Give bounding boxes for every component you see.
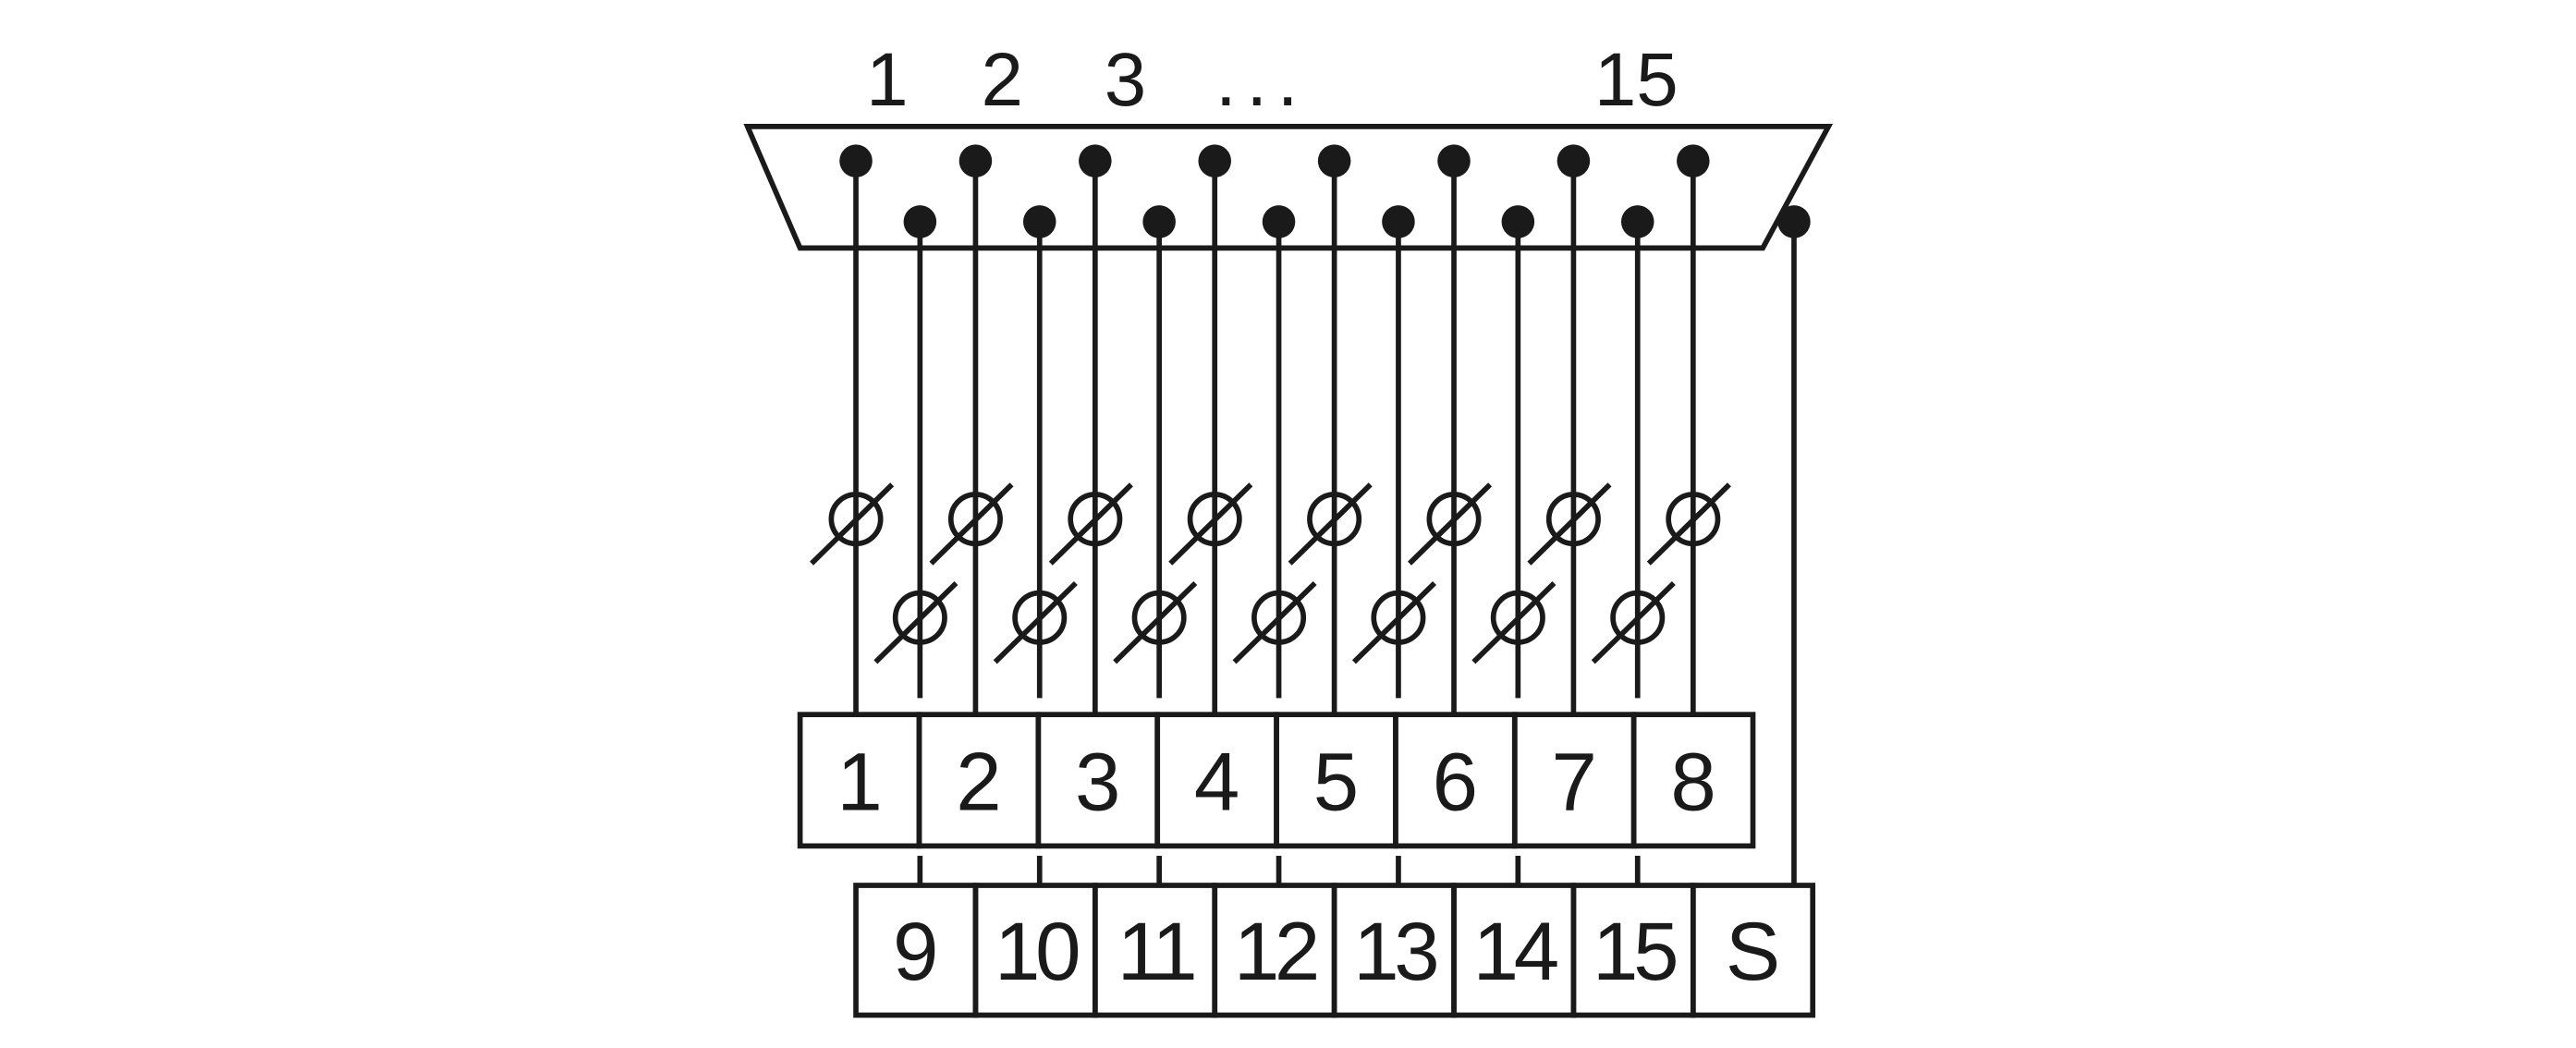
pin-dot bbox=[1501, 205, 1535, 238]
terminal-label: 15 bbox=[1593, 906, 1676, 997]
terminal-label: 7 bbox=[1552, 736, 1597, 827]
pin-dot bbox=[1198, 144, 1232, 177]
terminal-label: 11 bbox=[1117, 906, 1194, 997]
terminal-label: 3 bbox=[1075, 736, 1120, 827]
pin-dot bbox=[1382, 205, 1415, 238]
connector-pin-labels: 1 2 3 ... 15 bbox=[866, 38, 1679, 122]
terminal-label: 14 bbox=[1473, 906, 1557, 997]
pin-label: 15 bbox=[1594, 38, 1679, 122]
terminal-label: 2 bbox=[956, 736, 1001, 827]
disconnect-circle-icon bbox=[828, 492, 884, 547]
wires bbox=[810, 144, 1811, 886]
disconnect-slash bbox=[1232, 580, 1317, 664]
terminal-label: S bbox=[1726, 906, 1780, 997]
pin-label: 1 bbox=[866, 38, 908, 122]
disconnect-circle-icon bbox=[1666, 492, 1721, 547]
disconnect-slash bbox=[1471, 580, 1557, 664]
pin-dot bbox=[1557, 144, 1591, 177]
disconnect-slash bbox=[1113, 580, 1198, 664]
terminal-label: 8 bbox=[1670, 736, 1715, 827]
pin-label: 2 bbox=[981, 38, 1022, 122]
disconnect-circle-icon bbox=[1545, 492, 1601, 547]
disconnect-slash bbox=[1591, 580, 1676, 664]
disconnect-circle-icon bbox=[1068, 492, 1123, 547]
disconnect-circle-icon bbox=[1131, 590, 1187, 645]
disconnect-slash bbox=[1646, 482, 1731, 566]
disconnect-slash bbox=[1168, 482, 1253, 566]
terminal-label: 5 bbox=[1313, 736, 1359, 827]
disconnect-slash bbox=[873, 580, 958, 664]
disconnect-slash bbox=[810, 482, 895, 566]
terminal-cell bbox=[1630, 712, 1756, 849]
pin-dot bbox=[1437, 144, 1471, 177]
disconnect-circle-icon bbox=[947, 492, 1003, 547]
disconnect-circle-icon bbox=[1610, 590, 1666, 645]
disconnect-circle-icon bbox=[892, 590, 947, 645]
disconnect-slash bbox=[1288, 482, 1373, 566]
terminal-label: 6 bbox=[1433, 736, 1478, 827]
terminal-label: 10 bbox=[995, 906, 1078, 997]
pin-dot bbox=[1620, 205, 1654, 238]
disconnect-slash bbox=[1048, 482, 1133, 566]
disconnect-slash bbox=[929, 482, 1014, 566]
disconnect-slash bbox=[1351, 580, 1437, 664]
shield-pin-dot bbox=[1777, 205, 1811, 238]
terminal-cell bbox=[1690, 883, 1816, 1018]
pin-dot bbox=[1677, 144, 1710, 177]
pin-dot bbox=[958, 144, 993, 177]
terminal-label: 4 bbox=[1194, 736, 1239, 827]
disconnect-slash bbox=[993, 580, 1078, 664]
terminal-label: 12 bbox=[1234, 906, 1316, 997]
terminal-label: 9 bbox=[893, 906, 938, 997]
pin-dot bbox=[1142, 205, 1176, 238]
pin-dot bbox=[1317, 144, 1351, 177]
disconnect-circle-icon bbox=[1371, 590, 1426, 645]
pin-dot bbox=[1022, 205, 1056, 238]
dsub-connector-shell bbox=[743, 124, 1834, 251]
terminal-label: 1 bbox=[836, 736, 882, 827]
disconnect-circle-icon bbox=[1251, 590, 1307, 645]
pin-dot bbox=[839, 144, 873, 177]
pin-dot bbox=[1079, 144, 1112, 177]
disconnect-slash bbox=[1408, 482, 1493, 566]
pin-label: 3 bbox=[1105, 38, 1146, 122]
disconnect-circle-icon bbox=[1012, 590, 1068, 645]
disconnect-circle-icon bbox=[1307, 492, 1362, 547]
pin-dot bbox=[1262, 205, 1296, 238]
disconnect-circle-icon bbox=[1187, 492, 1242, 547]
pin-dot bbox=[903, 205, 937, 238]
disconnect-slash bbox=[1527, 482, 1612, 566]
pin-label-ellipsis: ... bbox=[1215, 38, 1308, 122]
terminal-label: 13 bbox=[1353, 906, 1436, 997]
disconnect-circle-icon bbox=[1490, 590, 1545, 645]
disconnect-circle-icon bbox=[1426, 492, 1482, 547]
